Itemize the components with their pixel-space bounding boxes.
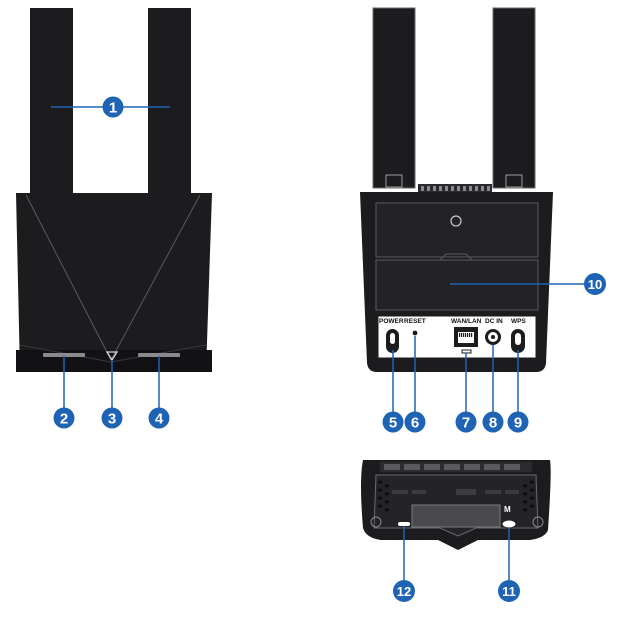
callouts: 1 2 3 4 5 6 7 8 <box>53 96 606 602</box>
svg-text:6: 6 <box>411 415 419 432</box>
wan-lan-pins <box>459 333 473 337</box>
bottom-logo-mark: M <box>504 505 511 514</box>
callout-7: 7 <box>455 411 477 433</box>
power-button-inner <box>390 333 395 344</box>
svg-text:5: 5 <box>389 415 397 432</box>
svg-text:2: 2 <box>60 411 68 428</box>
front-body <box>16 193 212 372</box>
vent-slots <box>421 186 490 191</box>
svg-text:3: 3 <box>108 411 116 428</box>
back-view: POWER RESET WAN/LAN DC IN WPS <box>360 7 584 412</box>
reset-pinhole[interactable] <box>412 330 418 336</box>
label-reset: RESET <box>404 318 426 325</box>
svg-text:1: 1 <box>109 100 117 117</box>
callout-10: 10 <box>584 273 606 295</box>
back-screw-hole <box>450 215 462 227</box>
svg-text:10: 10 <box>588 277 602 292</box>
front-facet-lines <box>25 194 201 362</box>
back-hinge-left <box>385 174 403 188</box>
back-antenna-right <box>492 7 536 189</box>
front-antenna-left <box>30 8 73 193</box>
callout-4: 4 <box>148 407 170 429</box>
back-antenna-left <box>372 7 416 189</box>
callout-8: 8 <box>482 411 504 433</box>
callout-12: 12 <box>393 580 415 602</box>
callout-2: 2 <box>53 407 75 429</box>
logo-triangle-icon <box>105 351 119 362</box>
front-facet-lines-lower <box>19 344 207 363</box>
back-top-vents <box>418 184 492 192</box>
bottom-label-area <box>411 504 501 528</box>
bottom-foot-left <box>370 516 382 528</box>
wan-lan-port-socket <box>458 332 474 343</box>
bottom-rim-slots <box>384 464 520 470</box>
svg-text:11: 11 <box>502 584 516 599</box>
label-wps: WPS <box>511 318 526 325</box>
bottom-view: M <box>361 460 551 580</box>
svg-text:9: 9 <box>514 415 522 432</box>
wps-button-inner <box>515 333 521 345</box>
label-wan-lan: WAN/LAN <box>451 318 482 325</box>
bottom-foot-right <box>532 516 544 528</box>
front-view <box>16 8 212 408</box>
back-panel-notch <box>439 253 473 261</box>
front-antenna-right <box>148 8 191 193</box>
svg-text:8: 8 <box>489 415 497 432</box>
back-lower-panel <box>375 259 539 311</box>
front-led-right <box>138 353 180 357</box>
callout-3: 3 <box>101 407 123 429</box>
svg-text:4: 4 <box>155 411 164 428</box>
back-upper-panel <box>375 202 539 258</box>
svg-text:12: 12 <box>397 584 411 599</box>
callout-11: 11 <box>498 580 520 602</box>
bottom-port[interactable] <box>501 519 517 529</box>
callout-5: 5 <box>382 411 404 433</box>
back-hinge-right <box>505 174 523 188</box>
bottom-middle-bars <box>392 489 519 495</box>
callout-6: 6 <box>404 411 426 433</box>
svg-text:7: 7 <box>462 415 470 432</box>
callout-9: 9 <box>507 411 529 433</box>
label-power: POWER <box>379 318 404 325</box>
callout-1: 1 <box>102 96 124 118</box>
wan-lan-led <box>461 349 472 354</box>
dc-in-port-pin <box>491 335 495 339</box>
bottom-slot <box>398 522 410 526</box>
label-dc-in: DC IN <box>485 318 503 325</box>
front-led-left <box>43 353 85 357</box>
bottom-vent-holes <box>377 480 535 512</box>
